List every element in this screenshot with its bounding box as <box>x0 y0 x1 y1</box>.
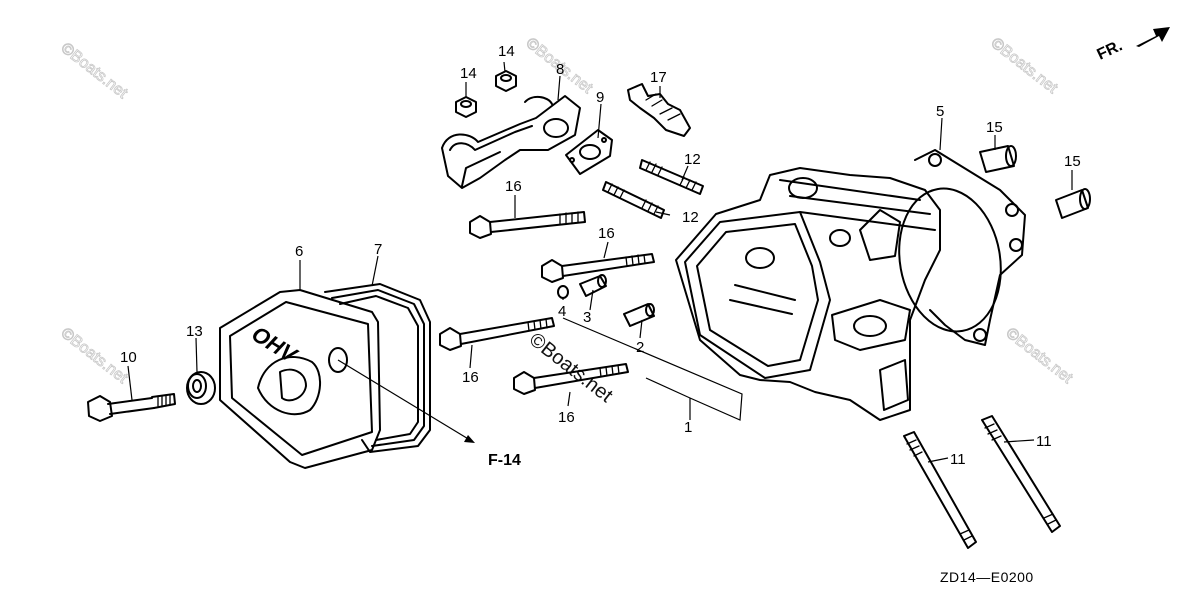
part-elbow-8 <box>441 95 581 189</box>
watermark-1: ©Boats.net <box>58 40 131 103</box>
callout-labels: 1 2 3 4 5 6 7 8 9 10 11 11 12 12 13 14 1… <box>120 43 1081 468</box>
part-nut-14a <box>455 96 477 118</box>
reference-label: F-14 <box>488 452 521 469</box>
callout-12a: 12 <box>684 151 701 168</box>
part-bolt-16a <box>469 211 586 239</box>
part-stud-11b <box>981 415 1061 533</box>
callout-leaders <box>127 61 1073 463</box>
part-bolt-16c <box>439 317 555 351</box>
part-gasket-7 <box>324 283 431 453</box>
callout-9: 9 <box>596 89 604 106</box>
callout-1: 1 <box>684 419 692 436</box>
callout-16b: 16 <box>598 225 615 242</box>
part-dowel-15a <box>979 145 1017 173</box>
callout-15a: 15 <box>986 119 1003 136</box>
part-bolt-16b <box>541 253 655 283</box>
diagram-code: ZD14—E0200 <box>940 569 1034 585</box>
part-gasket-9 <box>565 129 613 175</box>
front-arrow-icon <box>1136 27 1170 47</box>
watermark-5: ©Boats.net <box>1003 325 1076 388</box>
part-washer-13 <box>186 371 216 405</box>
callout-16c: 16 <box>462 369 479 386</box>
part-nut-14b <box>495 70 517 92</box>
part-ring-4 <box>557 285 569 299</box>
callout-11a: 11 <box>950 451 966 468</box>
part-stud-12b <box>602 181 665 219</box>
part-head-gasket-5 <box>898 149 1026 346</box>
callout-8: 8 <box>556 61 564 78</box>
callout-12b: 12 <box>682 209 699 226</box>
part-stud-11a <box>903 431 977 549</box>
callout-16a: 16 <box>505 178 522 195</box>
callout-4: 4 <box>558 303 566 320</box>
callout-3: 3 <box>583 309 591 326</box>
callout-2: 2 <box>636 339 644 356</box>
callout-7: 7 <box>374 241 382 258</box>
part-bolt-10 <box>87 393 176 422</box>
callout-5: 5 <box>936 103 944 120</box>
part-cylinder-head-1 <box>675 167 941 421</box>
watermark-3: ©Boats.net <box>988 35 1061 98</box>
front-label: FR. <box>1095 37 1126 63</box>
part-spark-plug-17 <box>627 83 691 137</box>
part-bolt-16d <box>513 363 629 395</box>
callout-6: 6 <box>295 243 303 260</box>
callout-13: 13 <box>186 323 203 340</box>
callout-10: 10 <box>120 349 137 366</box>
callout-14a: 14 <box>460 65 477 82</box>
part-head-cover-6: OHV <box>219 289 381 469</box>
callout-11b: 11 <box>1036 433 1052 450</box>
callout-14b: 14 <box>498 43 515 60</box>
callout-15b: 15 <box>1064 153 1081 170</box>
reference-arrow: F-14 <box>337 359 521 469</box>
callout-16d: 16 <box>558 409 575 426</box>
callout-17: 17 <box>650 69 667 86</box>
part-dowel-3 <box>579 274 607 297</box>
front-direction-indicator: FR. <box>1095 27 1170 64</box>
part-dowel-15b <box>1055 188 1091 219</box>
part-dowel-2 <box>623 303 655 327</box>
